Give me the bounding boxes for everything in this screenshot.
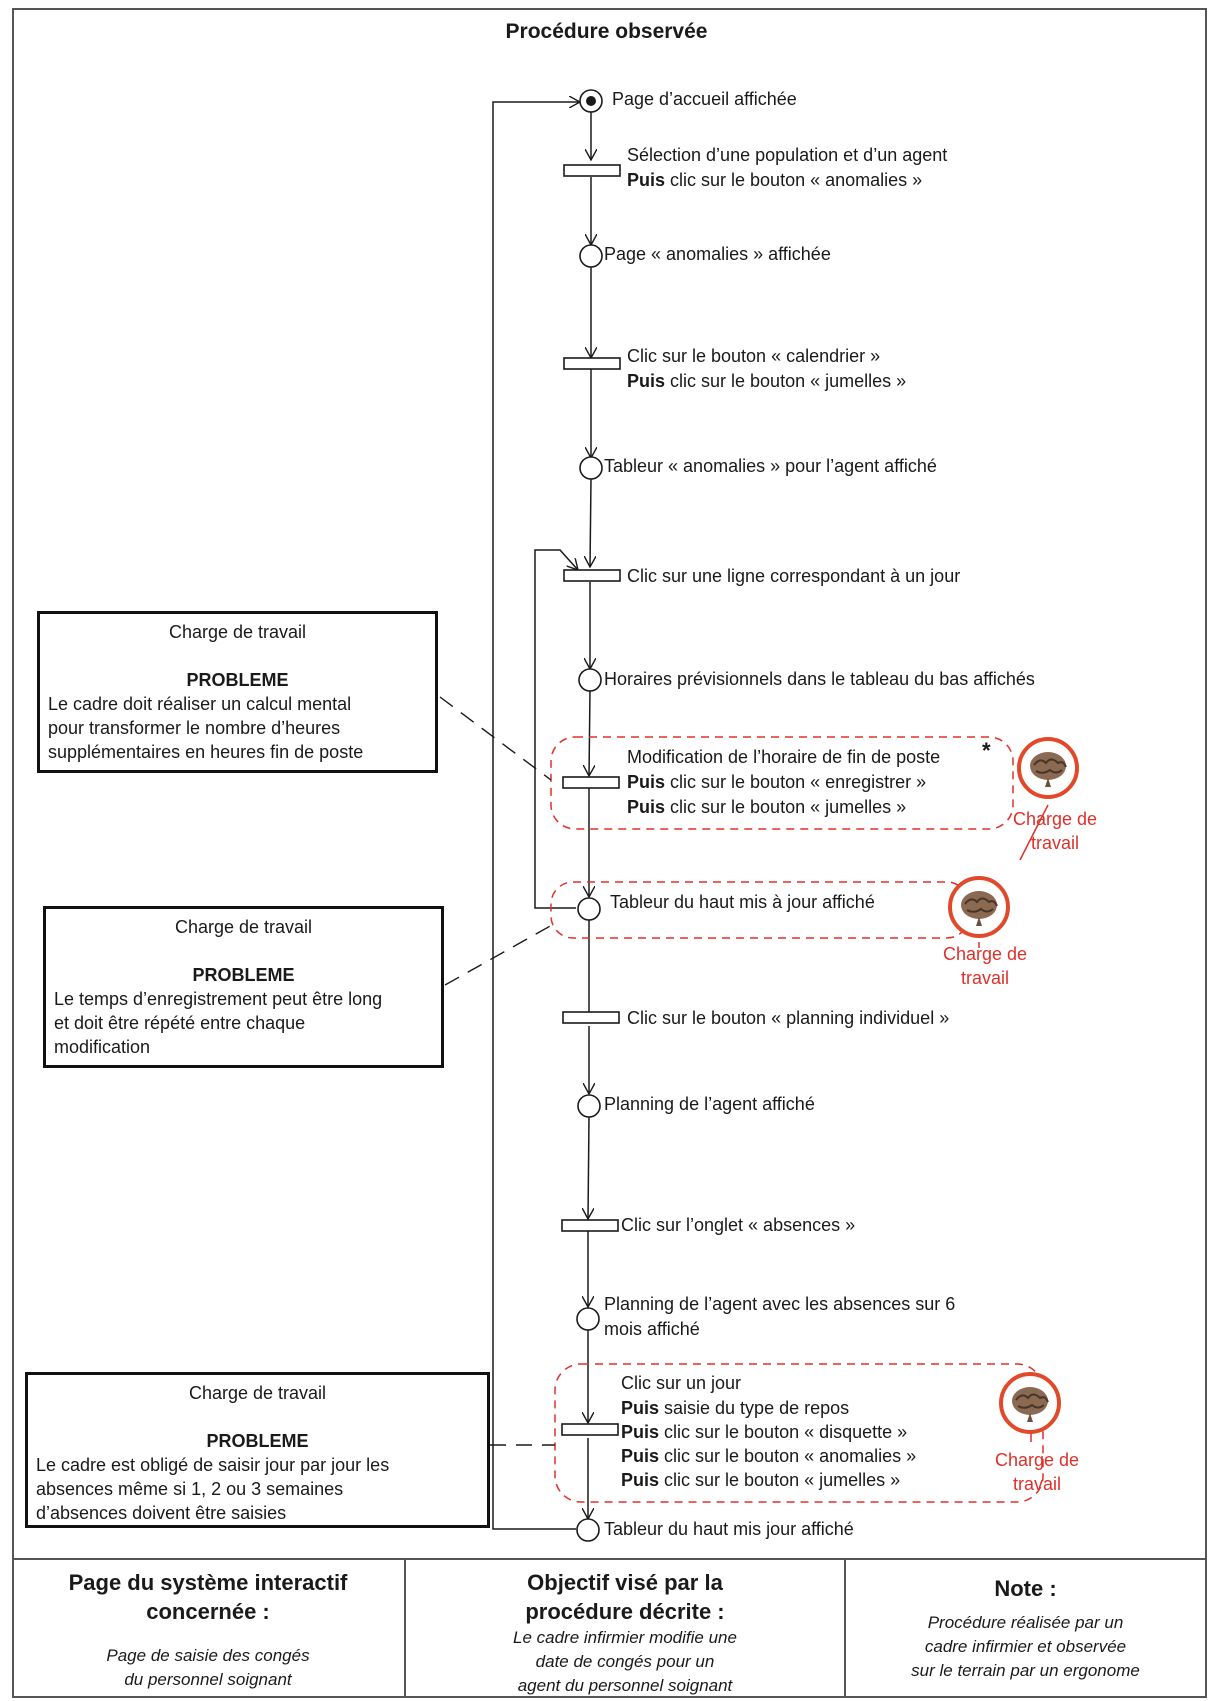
problem-2-line2: et doit être répété entre chaque <box>54 1013 306 1033</box>
diagram-frame <box>12 8 1207 1698</box>
transition-6-label: Clic sur l’onglet « absences » <box>621 1215 856 1235</box>
footer-table: Page du système interactif concernée : P… <box>12 1558 1207 1698</box>
brain-icon <box>999 1372 1061 1434</box>
transition-7-line4: Puis clic sur le bouton « anomalies » <box>621 1446 917 1466</box>
place-planning <box>577 1094 601 1118</box>
transition-7-line3: Puis clic sur le bouton « disquette » <box>621 1422 908 1442</box>
problem-2-line3: modification <box>54 1037 151 1057</box>
problem-connectors <box>439 696 555 1446</box>
transition-7-line5: Puis clic sur le bouton « jumelles » <box>621 1470 901 1490</box>
step-planning-absences-line2: mois affiché <box>604 1319 700 1339</box>
problem-1-head: PROBLEME <box>186 670 289 690</box>
transition-2-line2: Puis clic sur le bouton « jumelles » <box>627 371 907 391</box>
step-anomalies-label: Page « anomalies » affichée <box>604 244 831 264</box>
problem-1-line3: supplémentaires en heures fin de poste <box>48 742 364 762</box>
problem-3-title: Charge de travail <box>188 1383 327 1403</box>
problem-3-line1: Le cadre est obligé de saisir jour par j… <box>36 1455 390 1475</box>
transition-7-line2: Puis saisie du type de repos <box>621 1398 850 1418</box>
initial-token <box>586 96 596 106</box>
transition-4-line3: Puis clic sur le bouton « jumelles » <box>627 797 907 817</box>
footer-objective-column: Objectif visé par la procédure décrite :… <box>513 1570 737 1695</box>
problem-1-line1: Le cadre doit réaliser un calcul mental <box>48 694 352 714</box>
problem-3-head: PROBLEME <box>206 1431 309 1451</box>
brain-icon <box>1017 737 1079 799</box>
problem-2-line1: Le temps d’enregistrement peut être long <box>54 989 383 1009</box>
place-anomalies <box>579 244 603 268</box>
transition-4-line1: Modification de l’horaire de fin de post… <box>627 747 941 767</box>
problem-3-line3: d’absences doivent être saisies <box>36 1503 287 1523</box>
problem-3-line2: absences même si 1, 2 ou 3 semaines <box>36 1479 344 1499</box>
footer-note-column: Note : Procédure réalisée par un cadre i… <box>911 1576 1140 1680</box>
step-planning-absences-line1: Planning de l’agent avec les absences su… <box>604 1294 956 1314</box>
transition-1-line2: Puis clic sur le bouton « anomalies » <box>627 170 923 190</box>
highlight-zones <box>550 736 1044 1503</box>
step-tableur-maj-label: Tableur du haut mis à jour affiché <box>610 892 875 912</box>
place-horaires <box>578 668 602 692</box>
transition-5-label: Clic sur le bouton « planning individuel… <box>627 1008 950 1028</box>
place-tableur-final <box>576 1518 600 1542</box>
footer-divider <box>844 1560 846 1698</box>
transition-7-line1: Clic sur un jour <box>621 1373 742 1393</box>
problem-box-2: Charge de travail PROBLEME Le temps d’en… <box>43 906 444 1068</box>
step-planning-label: Planning de l’agent affiché <box>604 1094 815 1114</box>
step-horaires-label: Horaires prévisionnels dans le tableau d… <box>604 669 1035 689</box>
footer-page-column: Page du système interactif concernée : P… <box>68 1570 348 1689</box>
step-tableur-label: Tableur « anomalies » pour l’agent affic… <box>604 456 937 476</box>
footer-divider <box>404 1560 406 1698</box>
place-tableur-maj <box>577 897 601 921</box>
diagram-title: Procédure observée <box>505 20 708 43</box>
asterisk-mark: * <box>982 738 991 763</box>
place-tableur <box>579 456 603 480</box>
problem-box-1: Charge de travail PROBLEME Le cadre doit… <box>37 611 438 773</box>
brain-icon <box>948 876 1010 938</box>
step-home-label: Page d’accueil affichée <box>612 89 797 109</box>
main-flow-line <box>492 102 591 1530</box>
problem-2-title: Charge de travail <box>174 917 313 937</box>
place-planning-absences <box>576 1307 600 1331</box>
transition-2-line1: Clic sur le bouton « calendrier » <box>627 346 881 366</box>
problem-2-head: PROBLEME <box>192 965 295 985</box>
transitions <box>561 164 621 1436</box>
problem-1-line2: pour transformer le nombre d’heures <box>48 718 341 738</box>
problem-1-title: Charge de travail <box>168 622 307 642</box>
transition-3-label: Clic sur une ligne correspondant à un jo… <box>627 566 961 586</box>
transition-4-line2: Puis clic sur le bouton « enregistrer » <box>627 772 927 792</box>
step-tableur-final-label: Tableur du haut mis jour affiché <box>604 1519 854 1539</box>
transition-1-line1: Sélection d’une population et d’un agent <box>627 145 948 165</box>
problem-box-3: Charge de travail PROBLEME Le cadre est … <box>25 1372 490 1528</box>
